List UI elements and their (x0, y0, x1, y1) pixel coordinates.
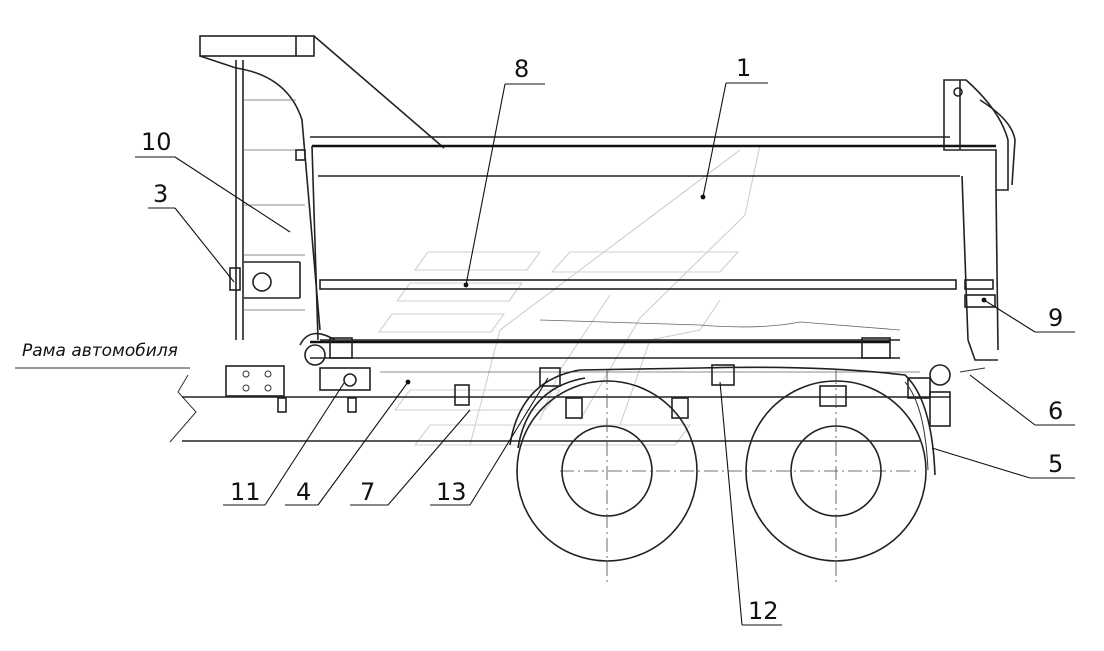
callout-labels: 1 3 4 5 6 7 8 9 10 11 12 13 (141, 54, 1063, 625)
callout-13: 13 (436, 478, 467, 506)
watermark-logo (377, 144, 761, 446)
callout-3: 3 (153, 180, 168, 208)
dump-body (199, 35, 1016, 476)
leader-lines (135, 82, 1075, 626)
callout-12: 12 (748, 597, 779, 625)
callout-10: 10 (141, 128, 172, 156)
callout-1: 1 (736, 54, 751, 82)
callout-11: 11 (230, 478, 261, 506)
vehicle-frame (15, 367, 950, 443)
vehicle-frame-caption: Рама автомобиля (22, 341, 178, 361)
callout-8: 8 (514, 55, 529, 83)
callout-5: 5 (1048, 450, 1063, 478)
rear-wheels (516, 370, 927, 585)
callout-9: 9 (1048, 304, 1063, 332)
callout-7: 7 (360, 478, 375, 506)
callout-6: 6 (1048, 397, 1063, 425)
callout-4: 4 (296, 478, 311, 506)
